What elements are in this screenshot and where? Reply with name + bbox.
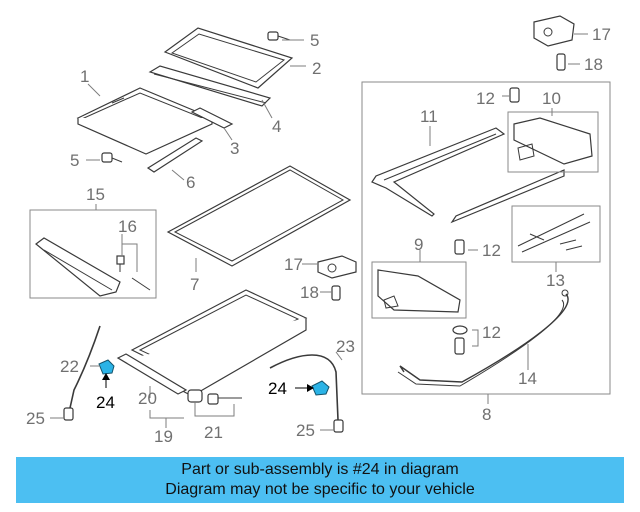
part-12-bolt-mid <box>454 239 465 255</box>
callout-21: 21 <box>204 423 223 442</box>
part-20-rail <box>116 353 188 395</box>
part-12-bolt-top <box>509 87 520 103</box>
callout-24-left: 24 <box>96 393 115 412</box>
part-13-box <box>511 205 601 263</box>
callout-1: 1 <box>80 67 89 86</box>
part-18-bolt-mid <box>331 285 341 301</box>
callout-19: 19 <box>154 427 173 446</box>
callout-25-left: 25 <box>26 409 45 428</box>
callout-labels: 1 5 2 4 3 5 6 15 16 7 17 18 11 12 10 17 … <box>26 25 611 446</box>
callout-18-mid: 18 <box>300 283 319 302</box>
callout-15: 15 <box>86 185 105 204</box>
callout-5-top: 5 <box>310 31 319 50</box>
banner-line-2: Diagram may not be specific to your vehi… <box>165 481 475 498</box>
part-21-bracket <box>187 389 242 417</box>
part-23-drain-hose <box>269 354 339 421</box>
part-24-arrows <box>102 373 314 392</box>
callout-12-mid: 12 <box>482 241 501 260</box>
part-6-strip <box>146 137 204 173</box>
part-24-clip-left <box>98 359 115 375</box>
callout-25-right: 25 <box>296 421 315 440</box>
sunroof-parts-diagram: 1 5 2 4 3 5 6 15 16 7 17 18 11 12 10 17 … <box>26 15 611 446</box>
callout-23: 23 <box>336 337 355 356</box>
part-17-motor-top <box>533 15 575 47</box>
callout-4: 4 <box>272 117 281 136</box>
part-25-clip-left <box>63 407 74 421</box>
part-12-washer-bolt <box>452 325 479 355</box>
callout-6: 6 <box>186 173 195 192</box>
part-22-drain-hose <box>69 325 101 409</box>
part-3-strip <box>190 107 234 129</box>
callout-17-mid: 17 <box>284 255 303 274</box>
part-17-motor-mid <box>317 255 357 279</box>
callout-7: 7 <box>190 275 199 294</box>
callout-9: 9 <box>414 235 423 254</box>
callout-5-left: 5 <box>70 151 79 170</box>
callout-13: 13 <box>546 271 565 290</box>
callout-20: 20 <box>138 389 157 408</box>
part-11-rail <box>371 127 506 217</box>
part-5-bolt-left <box>101 152 123 163</box>
part-7-seal-ring <box>166 165 352 267</box>
part-15-box <box>29 209 157 299</box>
callout-3: 3 <box>230 139 239 158</box>
part-8-frame-box <box>361 81 611 395</box>
callout-11: 11 <box>420 107 438 126</box>
callout-17-top: 17 <box>592 25 611 44</box>
callout-12-top: 12 <box>476 89 495 108</box>
callout-14: 14 <box>518 369 537 388</box>
info-banner: Part or sub-assembly is #24 in diagram D… <box>16 457 624 503</box>
callout-24-right: 24 <box>268 379 287 398</box>
part-5-bolt-top <box>267 31 291 41</box>
part-9-box <box>371 261 467 319</box>
callout-22: 22 <box>60 357 79 376</box>
callout-10: 10 <box>542 89 561 108</box>
part-24-clip-right <box>311 380 330 396</box>
part-18-bolt-top <box>556 53 566 71</box>
part-25-clip-right <box>333 419 344 433</box>
banner-line-1: Part or sub-assembly is #24 in diagram <box>181 461 459 478</box>
callout-18-top: 18 <box>584 55 603 74</box>
callout-8: 8 <box>482 405 491 424</box>
leader-lines <box>50 33 588 431</box>
part-2-seal-frame <box>148 27 294 107</box>
part-14-cable <box>397 289 569 387</box>
callout-16: 16 <box>118 217 137 236</box>
part-11-strip <box>450 169 565 224</box>
callout-12-low: 12 <box>482 323 501 342</box>
part-10-box <box>507 111 599 173</box>
callout-2: 2 <box>312 59 321 78</box>
